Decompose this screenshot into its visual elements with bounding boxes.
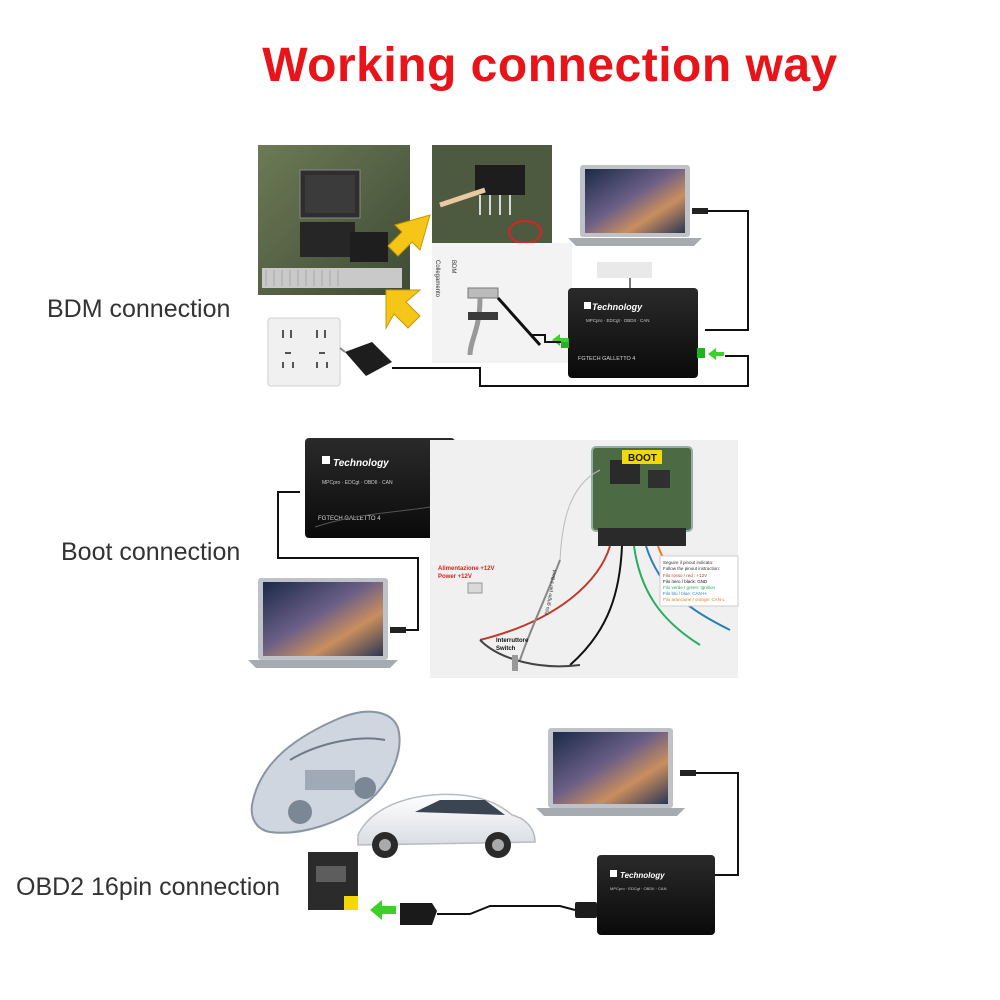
device-subtitle: MPCpro · EDCgt · OBDII · CAN xyxy=(586,318,650,323)
ecu-boot-photo: BOOT Alimentazione +12V Power +12V Inter… xyxy=(430,440,739,678)
yellow-arrow-icon xyxy=(387,214,431,257)
switch-label-it: Interruttore xyxy=(496,638,529,644)
fgtech-device-bdm: Technology MPCpro · EDCgt · OBDII · CAN … xyxy=(561,288,705,378)
boot-tag: BOOT xyxy=(628,453,657,464)
ecu-board-photo xyxy=(258,145,410,295)
svg-text:BDM: BDM xyxy=(450,260,456,273)
legend-line: Seguire il pinout indicato: xyxy=(663,560,713,565)
device-model: FGTECH GALLETTO 4 xyxy=(578,356,635,362)
legend-line: Filo rosso / red : +12V xyxy=(663,573,707,578)
power-label-en: Power +12V xyxy=(438,574,472,580)
obd-connector xyxy=(400,903,437,925)
bdm-section: Collegamento BDM xyxy=(258,145,749,387)
obd-section: Technology MPCpro · EDCgt · OBDII · CAN xyxy=(250,710,739,935)
pinout-legend: Seguire il pinout indicato: Follow the p… xyxy=(659,555,739,607)
boot-section: Technology MPCpro · EDCgt · OBDII · CAN … xyxy=(248,438,739,678)
obd-connection-label: OBD2 16pin connection xyxy=(16,873,281,901)
fgtech-device-obd: Technology MPCpro · EDCgt · OBDII · CAN xyxy=(575,855,715,935)
legend-line: Filo arancione / orange: CAN-L xyxy=(663,597,726,602)
bdm-probe-photo xyxy=(432,145,552,244)
green-arrow-icon xyxy=(708,348,724,360)
laptop-boot xyxy=(248,578,406,668)
bdm-cables xyxy=(392,210,749,387)
switch-label-en: Switch xyxy=(496,646,516,652)
device-brand: Technology xyxy=(333,458,389,469)
svg-text:Collegamento: Collegamento xyxy=(434,260,440,298)
device-brand: Technology xyxy=(620,871,665,880)
legend-line: Follow the pinout instruction: xyxy=(663,566,720,571)
power-label-it: Alimentazione +12V xyxy=(438,566,495,572)
device-model: FGTECH GALLETTO 4 xyxy=(318,516,381,522)
green-arrow-icon xyxy=(370,900,396,920)
boot-connection-label: Boot connection xyxy=(61,538,241,566)
yellow-arrow-icon xyxy=(385,289,422,330)
obd-port-photo xyxy=(308,852,358,910)
power-outlet xyxy=(267,317,392,387)
obd-cables xyxy=(437,772,739,915)
laptop-bdm xyxy=(568,165,708,246)
xray-car-image xyxy=(250,710,401,834)
legend-line: Filo blu / blue: CAN-H xyxy=(663,591,707,596)
legend-line: Filo verde / green: Ignition xyxy=(663,585,716,590)
legend-line: Filo nero / black: GND xyxy=(663,579,708,584)
laptop-obd xyxy=(536,728,696,816)
bdm-connection-label: BDM connection xyxy=(47,295,231,323)
device-brand: Technology xyxy=(592,302,643,312)
device-subtitle: MPCpro · EDCgt · OBDII · CAN xyxy=(322,480,393,486)
page-title: Working connection way xyxy=(262,39,838,92)
white-car-image xyxy=(357,793,536,858)
device-subtitle: MPCpro · EDCgt · OBDII · CAN xyxy=(610,886,667,891)
